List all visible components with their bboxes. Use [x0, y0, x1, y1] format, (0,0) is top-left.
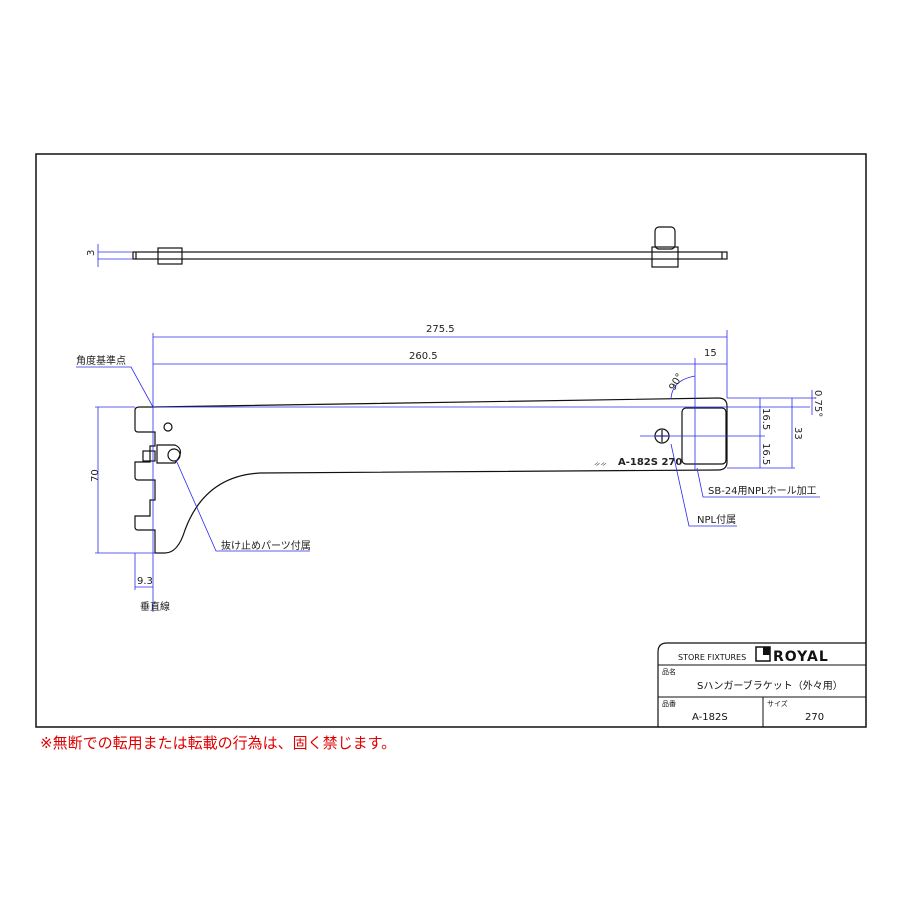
retainer-part-top [157, 247, 183, 265]
bracket-outline [134, 397, 728, 554]
company-tag: STORE FIXTURES [678, 653, 746, 662]
dim-total-length: 275.5 [426, 324, 455, 335]
dim-half-upper: 16.5 [760, 408, 771, 430]
engraving: A-182S 270 [618, 457, 682, 468]
label-npl-hole: SB-24用NPLホール加工 [708, 485, 817, 497]
copyright-notice: ※無断での転用または転載の行為は、固く禁じます。 [40, 734, 397, 752]
dim-angle: 90° [667, 372, 685, 393]
dim-offset: 9.3 [137, 576, 153, 587]
dim-length: 260.5 [409, 351, 438, 362]
label-angle-reference: 角度基準点 [76, 354, 126, 367]
side-view: ᨀᨀ A-182S 270 275.5 260.5 15 90° 0.75° 1… [76, 324, 823, 613]
dim-height: 70 [90, 469, 101, 482]
hole [163, 422, 173, 432]
drawing-frame [35, 153, 867, 728]
dim-end-height: 33 [792, 427, 803, 440]
part-no-value: A-182S [692, 712, 728, 723]
label-vertical-line: 垂直線 [140, 600, 170, 613]
dim-half-lower: 16.5 [760, 443, 771, 465]
part-no-label: 品番 [662, 700, 676, 708]
name-value: Sハンガーブラケット（外々用） [697, 679, 843, 692]
name-label: 品名 [662, 667, 676, 676]
logo-text: ROYAL [773, 649, 829, 665]
top-view: 3 [86, 226, 728, 268]
label-npl-included: NPL付属 [697, 513, 736, 526]
title-block: STORE FIXTURES ROYAL 品名 Sハンガーブラケット（外々用） … [657, 642, 866, 727]
dim-end: 15 [704, 348, 717, 359]
dim-tilt: 0.75° [812, 390, 823, 417]
size-value: 270 [805, 712, 824, 723]
npl-nut-top [654, 226, 676, 250]
size-label: サイズ [767, 699, 788, 708]
mountain-logo-icon: ᨀᨀ [594, 459, 607, 468]
thickness-dim: 3 [86, 250, 97, 256]
label-retainer-part: 抜け止めパーツ付属 [221, 539, 311, 552]
